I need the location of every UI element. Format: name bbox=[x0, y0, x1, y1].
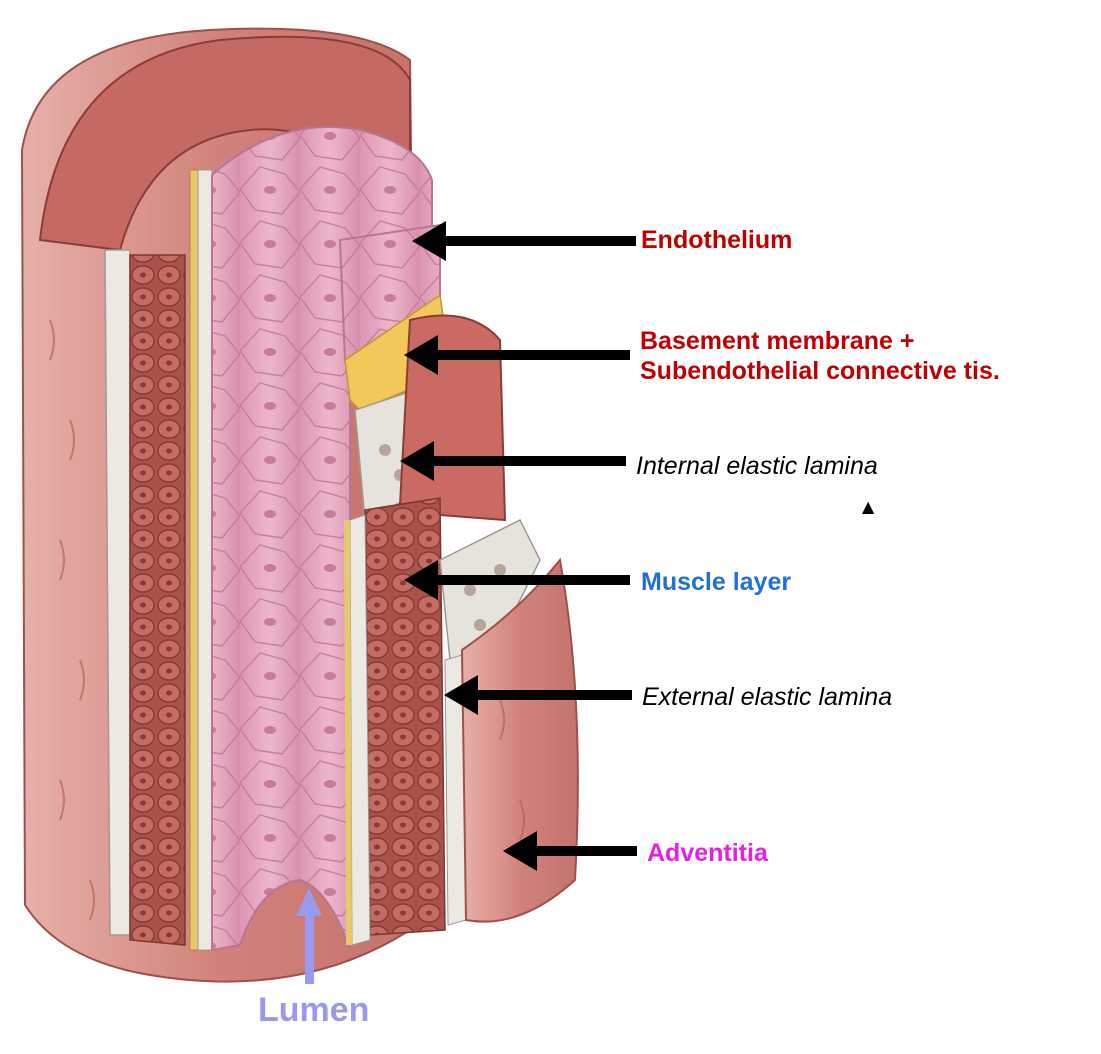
label-muscle-layer: Muscle layer bbox=[641, 567, 791, 597]
label-muscle-text: Muscle layer bbox=[641, 568, 791, 596]
arrow-endothelium bbox=[412, 221, 636, 261]
label-basement-line1: Basement membrane + bbox=[640, 327, 914, 355]
arrow-internal-elastic-lamina bbox=[400, 441, 626, 481]
muscle-layer-left bbox=[130, 255, 185, 945]
media-layer-right bbox=[400, 316, 505, 521]
label-external-text: External elastic lamina bbox=[642, 683, 892, 711]
label-endothelium: Endothelium bbox=[641, 225, 792, 255]
label-basement-membrane: Basement membrane + Subendothelial conne… bbox=[640, 326, 1000, 386]
label-external-elastic-lamina: External elastic lamina bbox=[642, 682, 892, 712]
label-adventitia: Adventitia bbox=[647, 838, 768, 868]
arrow-basement-membrane bbox=[404, 335, 630, 375]
label-internal-elastic-lamina: Internal elastic lamina bbox=[636, 451, 878, 481]
label-adventitia-text: Adventitia bbox=[647, 839, 768, 867]
elastic-lamina-left bbox=[105, 250, 130, 935]
triangle-marker-icon: ▲ bbox=[862, 499, 874, 515]
label-basement-line2: Subendothelial connective tis. bbox=[640, 356, 1000, 386]
label-lumen: Lumen bbox=[258, 990, 369, 1030]
label-endothelium-text: Endothelium bbox=[641, 226, 792, 254]
label-lumen-text: Lumen bbox=[258, 991, 369, 1029]
label-internal-text: Internal elastic lamina bbox=[636, 452, 878, 480]
triangle-marker-text: ▲ bbox=[862, 497, 874, 516]
